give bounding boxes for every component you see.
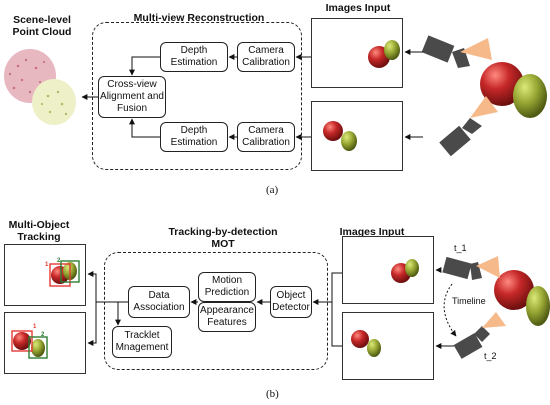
camera-icon-t2	[453, 312, 506, 359]
camera-icon-bottom-a	[439, 96, 498, 157]
caption-a: (a)	[266, 184, 279, 196]
motion-prediction-box: Motion Prediction	[198, 272, 256, 302]
data-association-box: Data Association	[128, 286, 190, 318]
appearance-features-box: Appearance Features	[198, 302, 256, 332]
reconstruction-title: Multi-view Reconstruction	[133, 12, 265, 24]
object-detector-box: Object Detector	[270, 286, 312, 318]
point-cloud-icon	[4, 49, 76, 125]
tbd-dashed-frame	[104, 252, 328, 370]
camera-icon-top-a	[421, 35, 492, 68]
pointcloud-title: Scene-level Point Cloud	[12, 14, 72, 38]
images-input-title-b: Images Input	[339, 226, 405, 238]
depth-estimation-top-box: Depth Estimation	[160, 42, 228, 72]
reconstruction-dashed-frame	[92, 22, 302, 170]
caption-b: (b)	[266, 388, 279, 400]
id-label-bottom-green: 2	[41, 332, 45, 338]
multi-object-tracking-title: Multi-Object Tracking	[8, 219, 70, 243]
id-label-top-green: 2	[57, 258, 61, 264]
images-input-title-a: Images Input	[325, 2, 391, 14]
tracking-by-detection-title: Tracking-by-detection MOT	[168, 226, 278, 250]
camera-calibration-bottom-box: Camera Calibration	[237, 122, 295, 152]
t2-label: t_2	[484, 351, 497, 361]
camera-calibration-top-box: Camera Calibration	[237, 42, 295, 72]
id-label-top-red: 1	[45, 262, 49, 268]
cross-view-fusion-box: Cross-view Alignment and Fusion	[98, 76, 166, 118]
camera-icon-t1	[442, 256, 500, 280]
t1-label: t_1	[454, 243, 467, 253]
tracklet-management-box: Tracklet Mnagement	[112, 326, 172, 358]
timeline-label: Timeline	[452, 296, 486, 306]
id-label-bottom-red: 1	[33, 324, 37, 330]
depth-estimation-bottom-box: Depth Estimation	[160, 122, 228, 152]
